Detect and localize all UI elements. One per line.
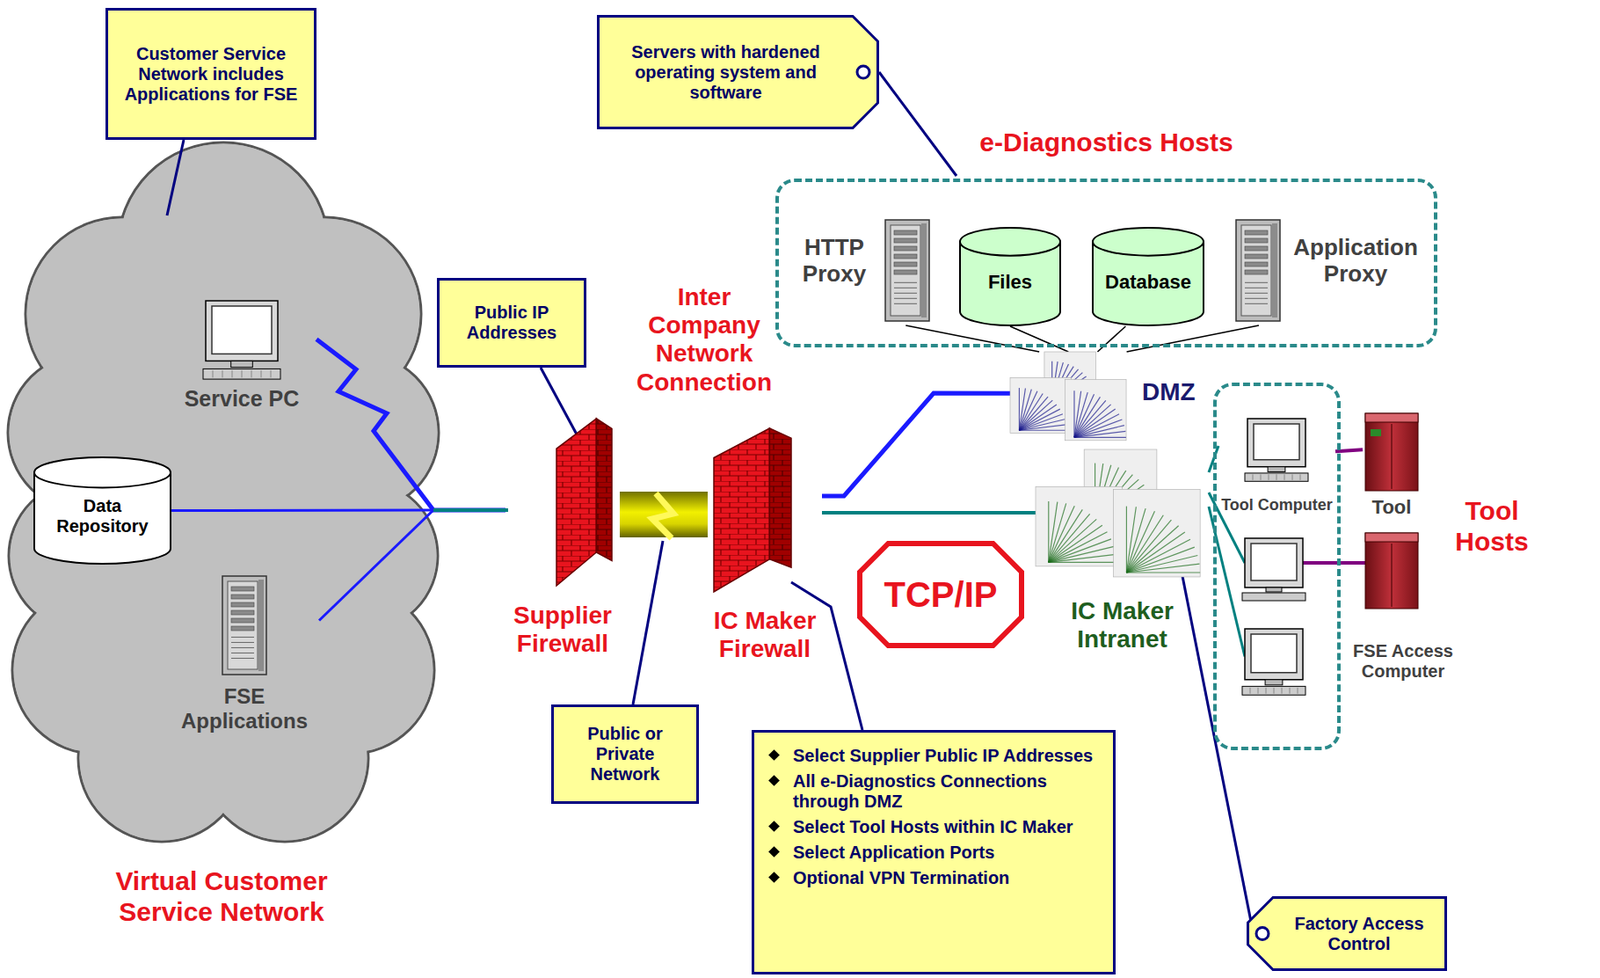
node-label: Application Proxy bbox=[1281, 234, 1430, 288]
network-link bbox=[1097, 326, 1126, 352]
tool-icon: Tool bbox=[1362, 413, 1421, 524]
lightning-symbol bbox=[652, 493, 674, 539]
callout-box: Public IP Addresses bbox=[436, 277, 587, 368]
requirements-list: Select Supplier Public IP AddressesAll e… bbox=[751, 729, 1116, 975]
node-label: Virtual Customer Service Network bbox=[89, 865, 354, 927]
network-cloud: Virtual Customer Service NetworkService … bbox=[3, 142, 440, 917]
database: Database bbox=[1091, 226, 1205, 327]
callout-tag: Factory Access Control bbox=[1246, 895, 1448, 971]
dmz-zone: DMZ bbox=[1010, 351, 1205, 444]
node-label: Public IP Addresses bbox=[446, 302, 577, 343]
node-label: Factory Access Control bbox=[1281, 913, 1437, 954]
network-pipe bbox=[619, 491, 708, 538]
tool-icon bbox=[1365, 532, 1419, 609]
node-label: TCP/IP bbox=[884, 574, 998, 615]
list-item: Select Supplier Public IP Addresses bbox=[792, 745, 1103, 766]
node-label: Files bbox=[988, 270, 1033, 293]
node-label: FSE Applications bbox=[169, 683, 320, 733]
network-link bbox=[821, 392, 1011, 496]
node-label: DMZ bbox=[1141, 378, 1196, 407]
node-label: Public or Private Network bbox=[560, 723, 690, 785]
node-label: Service PC bbox=[167, 385, 317, 412]
network-link bbox=[1010, 326, 1069, 352]
node-label: e-Diagnostics Hosts bbox=[778, 127, 1434, 159]
callout-tag: Servers with hardened operating system a… bbox=[596, 14, 880, 130]
protocol-sign: TCP/IP bbox=[857, 540, 1025, 648]
callout-box: Customer Service Network includes Applic… bbox=[105, 7, 317, 140]
node-label: Tool Computer bbox=[1218, 495, 1336, 515]
trunk-line bbox=[433, 508, 509, 512]
list-item: Select Application Ports bbox=[792, 842, 1103, 863]
node-label: IC Maker Firewall bbox=[707, 606, 822, 663]
intranet-zone: IC Maker Intranet bbox=[1035, 449, 1209, 678]
list-item: Select Tool Hosts within IC Maker bbox=[792, 816, 1103, 837]
node-label: IC Maker Intranet bbox=[1035, 596, 1209, 654]
tool-wire bbox=[1302, 560, 1366, 565]
node-label: Servers with hardened operating system a… bbox=[607, 42, 844, 103]
connection-label: Inter Company Network Connection bbox=[625, 283, 784, 397]
node-label: Customer Service Network includes Applic… bbox=[115, 43, 307, 105]
firewall: IC Maker Firewall bbox=[707, 428, 822, 666]
computer-icon bbox=[1242, 538, 1306, 601]
node-label: HTTP Proxy bbox=[786, 234, 882, 288]
node-label: Data Repository bbox=[38, 495, 167, 537]
data-store: Data Repository bbox=[33, 456, 172, 565]
node-label: Tool bbox=[1362, 495, 1421, 518]
network-link bbox=[905, 325, 1040, 352]
node-label: Tool Hosts bbox=[1443, 495, 1541, 557]
server-icon: Application Proxy bbox=[1230, 215, 1432, 326]
network-link bbox=[1127, 325, 1259, 352]
firewall: Supplier Firewall bbox=[505, 418, 620, 665]
node-label: Database bbox=[1105, 270, 1192, 293]
server-icon: HTTP Proxy bbox=[786, 215, 932, 326]
file-store: Files bbox=[959, 226, 1062, 327]
host-group: Tool HostsTool ComputerFSE Access Comput… bbox=[1213, 382, 1341, 750]
node-label: Supplier Firewall bbox=[505, 601, 620, 658]
callout-box: Public or Private Network bbox=[551, 704, 699, 804]
tool-computer: Tool Computer bbox=[1218, 418, 1336, 528]
host-group: e-Diagnostics HostsHTTP ProxyFilesDataba… bbox=[775, 178, 1438, 348]
list-item: Optional VPN Termination bbox=[792, 867, 1103, 888]
service-pc: Service PC bbox=[167, 300, 317, 411]
access-computer: FSE Access Computer bbox=[1244, 628, 1474, 708]
node-label: FSE Access Computer bbox=[1341, 640, 1465, 682]
list-item: All e-Diagnostics Connections through DM… bbox=[792, 770, 1103, 812]
network-link bbox=[821, 510, 1036, 515]
server-icon: FSE Applications bbox=[169, 571, 320, 735]
